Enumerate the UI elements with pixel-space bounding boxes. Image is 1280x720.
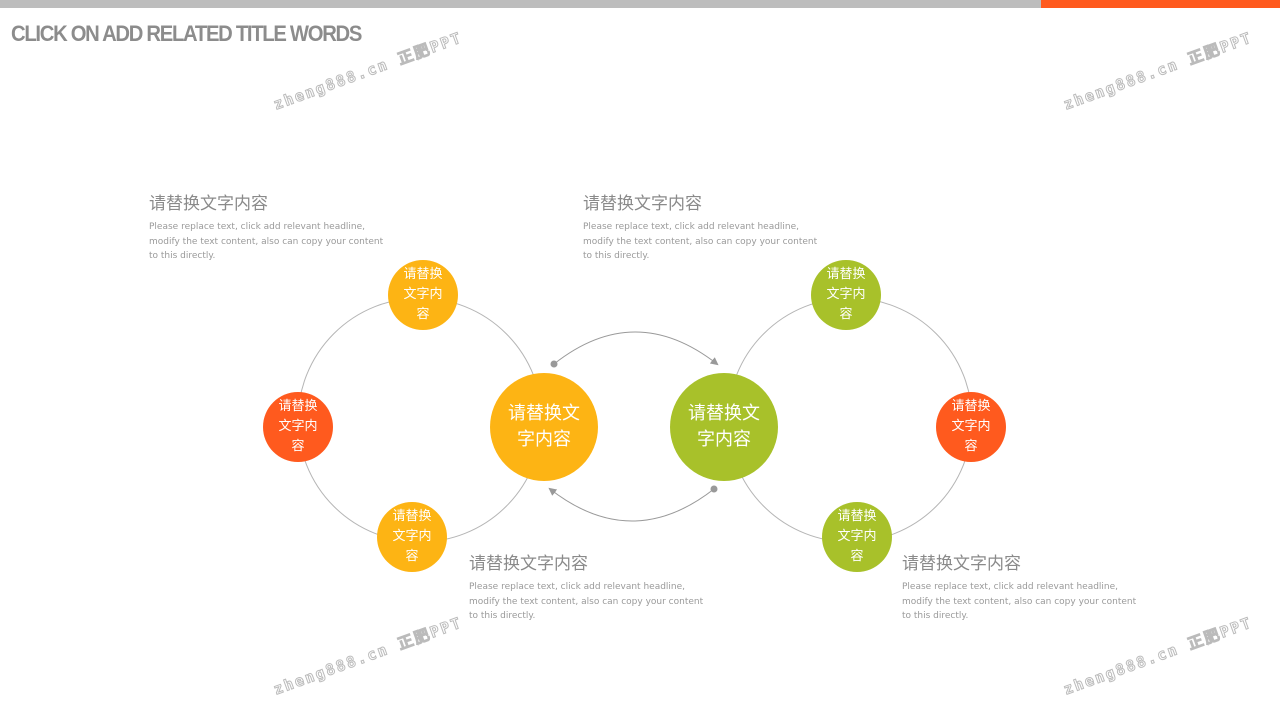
arrow-dot	[710, 485, 718, 493]
node-left-bottom[interactable]: 请替换文字内容	[377, 502, 447, 572]
node-right-mid[interactable]: 请替换文字内容	[936, 392, 1006, 462]
text-block: 请替换文字内容 Please replace text, click add re…	[149, 189, 389, 264]
node-right-top[interactable]: 请替换文字内容	[811, 260, 881, 330]
node-center-left[interactable]: 请替换文字内容	[490, 373, 598, 481]
page-title: CLICK ON ADD RELATED TITLE WORDS	[11, 21, 362, 46]
text-block: 请替换文字内容 Please replace text, click add re…	[583, 189, 823, 264]
arrow-dot	[550, 360, 558, 368]
text-block-body: Please replace text, click add relevant …	[469, 582, 704, 621]
node-label: 请替换文字内容	[392, 509, 432, 564]
node-label: 请替换文字内容	[508, 403, 580, 450]
node-left-top[interactable]: 请替换文字内容	[388, 260, 458, 330]
text-block-heading: 请替换文字内容	[149, 194, 268, 214]
arrow-top	[553, 331, 719, 366]
text-block-heading: 请替换文字内容	[469, 554, 588, 574]
arrow-bottom	[548, 487, 715, 522]
node-label: 请替换文字内容	[826, 267, 866, 322]
node-label: 请替换文字内容	[403, 267, 443, 322]
node-left-mid[interactable]: 请替换文字内容	[263, 392, 333, 462]
node-right-bottom[interactable]: 请替换文字内容	[822, 502, 892, 572]
top-bar-gray	[0, 0, 1041, 8]
node-label: 请替换文字内容	[688, 403, 760, 450]
text-block-heading: 请替换文字内容	[583, 194, 702, 214]
text-block-body: Please replace text, click add relevant …	[902, 582, 1137, 621]
text-block: 请替换文字内容 Please replace text, click add re…	[469, 549, 709, 624]
text-block-heading: 请替换文字内容	[902, 554, 1021, 574]
text-block-body: Please replace text, click add relevant …	[149, 222, 384, 261]
node-center-right[interactable]: 请替换文字内容	[670, 373, 778, 481]
node-label: 请替换文字内容	[837, 509, 877, 564]
node-label: 请替换文字内容	[951, 399, 991, 454]
top-bar-accent	[1041, 0, 1280, 8]
text-block-body: Please replace text, click add relevant …	[583, 222, 818, 261]
text-block: 请替换文字内容 Please replace text, click add re…	[902, 549, 1142, 624]
node-label: 请替换文字内容	[278, 399, 318, 454]
